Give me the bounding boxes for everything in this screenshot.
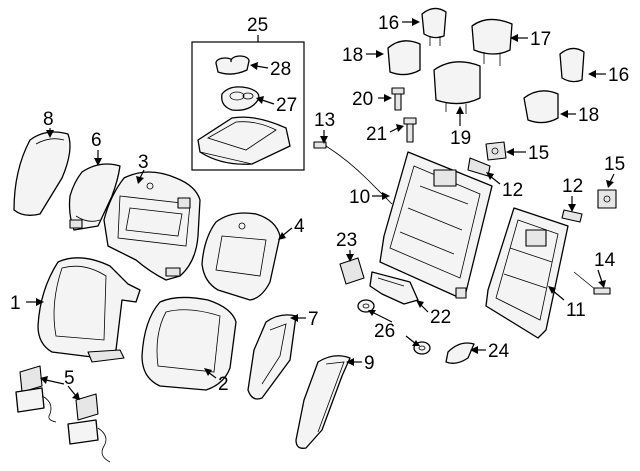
callout-16b: 16 xyxy=(608,65,629,86)
part-20-guide xyxy=(391,87,405,111)
callout-28: 28 xyxy=(270,59,291,80)
callout-9: 9 xyxy=(364,353,375,374)
callout-15b: 15 xyxy=(604,154,625,175)
part-7-side-trim xyxy=(247,314,297,400)
part-1-seat-cushion xyxy=(37,257,141,363)
callout-25: 25 xyxy=(247,15,268,36)
part-17-headrest xyxy=(471,18,513,66)
part-13-release-cable xyxy=(313,141,393,205)
part-15-latch-b xyxy=(597,189,617,209)
part-15-latch-a xyxy=(485,141,507,161)
part-24-pad xyxy=(445,342,475,364)
part-8-side-bolster xyxy=(13,131,71,216)
callout-15a: 15 xyxy=(528,143,549,164)
callout-4: 4 xyxy=(294,216,305,237)
part-21-guide xyxy=(403,117,417,143)
callout-21: 21 xyxy=(366,124,387,145)
part-16-headrest-b xyxy=(559,47,585,83)
callout-14: 14 xyxy=(594,250,616,271)
callout-13: 13 xyxy=(314,110,335,131)
callout-24: 24 xyxy=(488,341,510,362)
part-3-seatback-frame xyxy=(103,171,201,281)
part-22-bracket xyxy=(369,271,419,305)
callout-5: 5 xyxy=(64,368,75,389)
part-2-seat-cushion xyxy=(141,296,237,391)
part-4-seatback-panel xyxy=(201,212,281,301)
callout-8: 8 xyxy=(43,109,54,130)
callout-6: 6 xyxy=(91,130,102,151)
armrest-body xyxy=(197,116,291,165)
callout-7: 7 xyxy=(308,309,319,330)
callout-11: 11 xyxy=(566,300,586,321)
armrest-group-box xyxy=(191,41,305,171)
callout-18b: 18 xyxy=(578,105,599,126)
part-18-headrest-a xyxy=(387,40,421,76)
part-5-heater-mat-2 xyxy=(67,393,111,463)
callout-22: 22 xyxy=(430,307,451,328)
callout-20: 20 xyxy=(352,89,373,110)
part-5-heater-mat-1 xyxy=(15,365,57,423)
leader-lines xyxy=(26,18,615,400)
part-10-frame-left xyxy=(379,151,493,299)
callout-18a: 18 xyxy=(342,45,363,66)
part-19-headrest xyxy=(433,61,481,114)
part-11-frame-right xyxy=(485,207,569,339)
callout-26: 26 xyxy=(374,321,395,342)
part-26-bumper-a xyxy=(357,299,375,313)
callout-19: 19 xyxy=(450,128,471,149)
callout-12b: 12 xyxy=(562,176,583,197)
callout-27: 27 xyxy=(276,95,297,116)
part-23-bracket xyxy=(339,257,365,285)
callout-23: 23 xyxy=(336,230,357,251)
part-6-side-panel xyxy=(68,163,121,231)
callout-3: 3 xyxy=(138,152,149,173)
callout-16a: 16 xyxy=(378,13,399,34)
part-14-cable xyxy=(573,271,611,295)
callout-1: 1 xyxy=(10,293,21,314)
part-16-headrest-a xyxy=(421,7,447,46)
callout-12a: 12 xyxy=(502,180,523,201)
part-18-headrest-b xyxy=(523,90,559,124)
part-28-cup-holder xyxy=(215,55,250,75)
callout-2: 2 xyxy=(218,374,229,395)
part-27-cup-holder xyxy=(221,86,260,111)
callout-10: 10 xyxy=(349,187,370,208)
callout-17: 17 xyxy=(530,29,551,50)
part-12-bracket-b xyxy=(561,209,583,223)
part-9-trim-strip xyxy=(295,355,351,449)
